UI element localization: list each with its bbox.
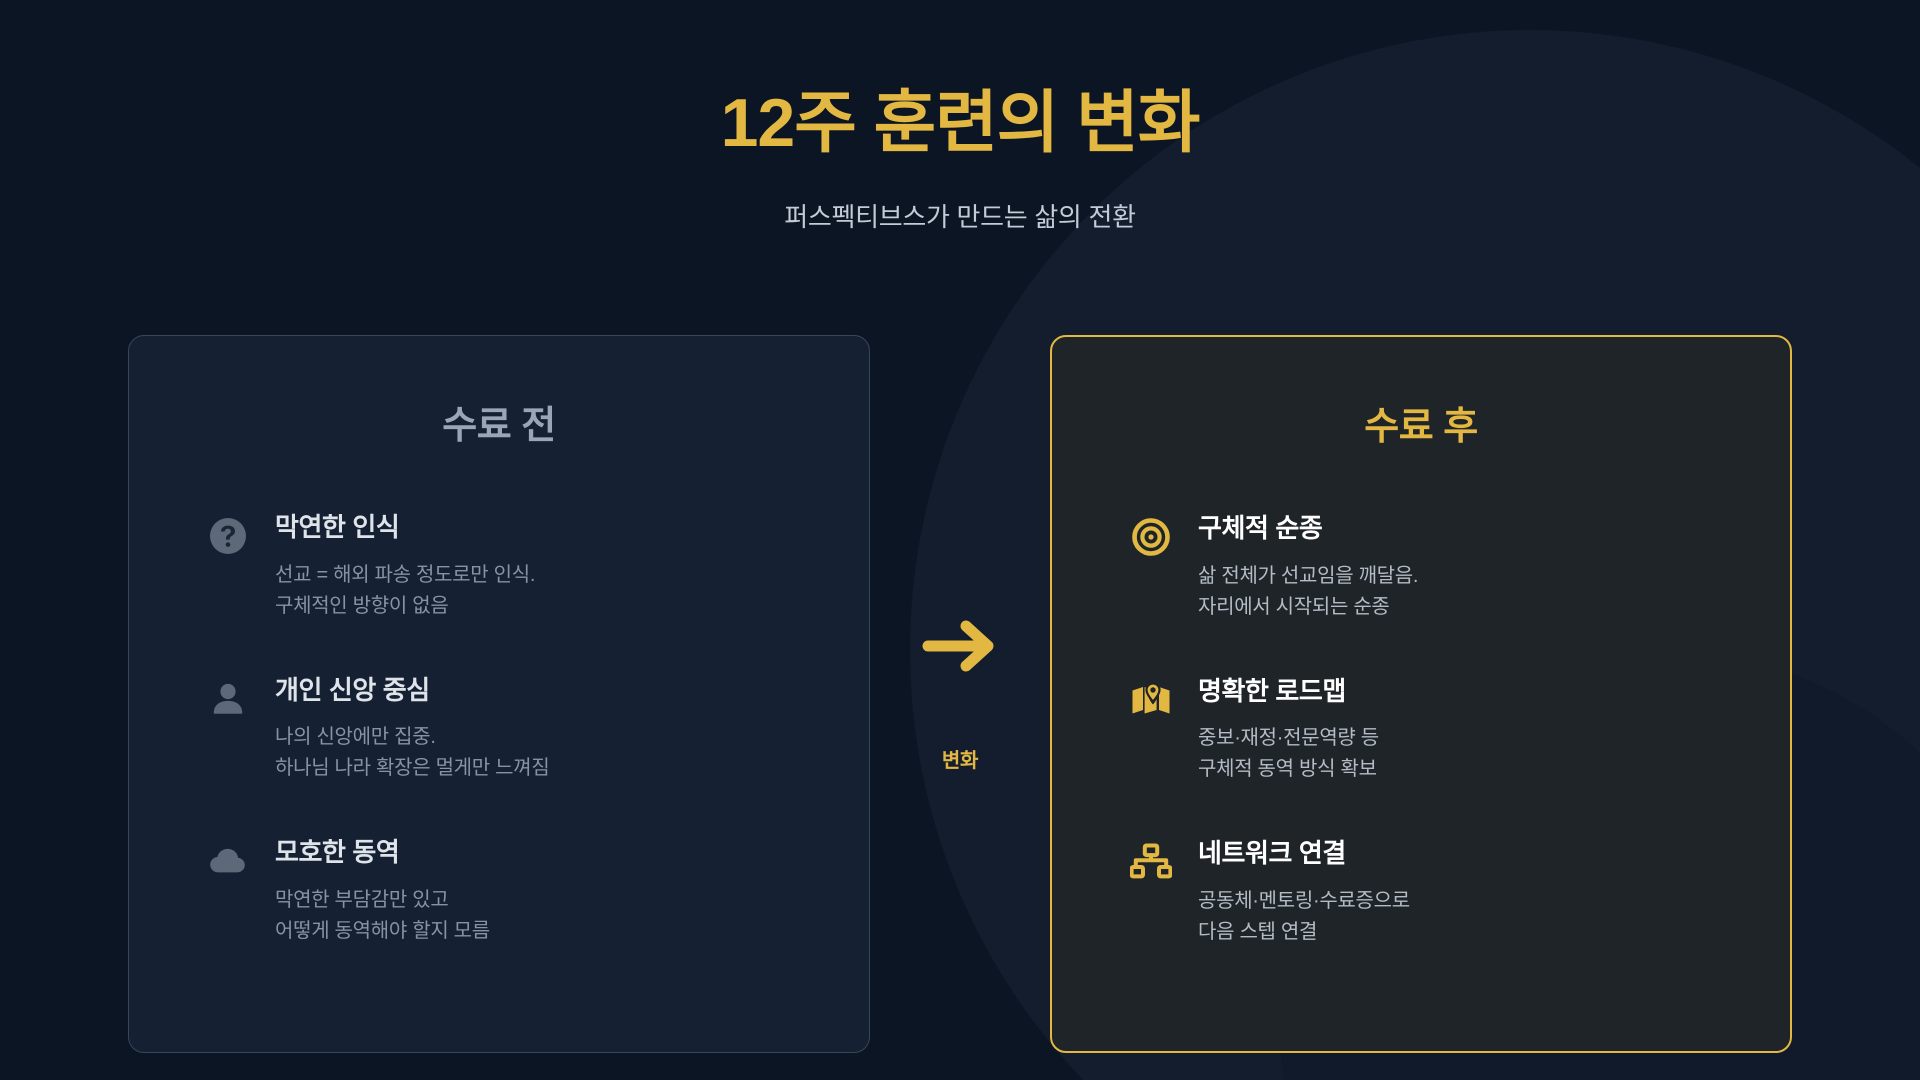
- before-item-list: 막연한 인식 선교 = 해외 파송 정도로만 인식. 구체적인 방향이 없음 개…: [185, 511, 813, 947]
- after-list-item: 명확한 로드맵 중보·재정·전문역량 등 구체적 동역 방식 확보: [1108, 675, 1734, 786]
- cloud-icon: [207, 840, 249, 882]
- after-card: 수료 후 구체적 순종 삶 전체가 선교임을 깨달음. 자리에서 시작되는 순종: [1050, 335, 1792, 1053]
- transition-indicator: 변화: [870, 335, 1050, 1053]
- after-card-title: 수료 후: [1364, 406, 1478, 448]
- before-card: 수료 전 막연한 인식 선교 = 해외 파송 정도로만 인식. 구체적인 방향이…: [128, 335, 870, 1053]
- before-card-title: 수료 전: [442, 405, 556, 447]
- target-icon: [1130, 516, 1172, 558]
- before-list-item: 개인 신앙 중심 나의 신앙에만 집중. 하나님 나라 확장은 멀게만 느껴짐: [185, 674, 813, 785]
- header: 12주 훈련의 변화 퍼스펙티브스가 만드는 삶의 전환: [0, 0, 1920, 234]
- page-subtitle: 퍼스펙티브스가 만드는 삶의 전환: [784, 202, 1136, 233]
- after-item-text: 네트워크 연결 공동체·멘토링·수료증으로 다음 스텝 연결: [1198, 837, 1734, 948]
- comparison-section: 수료 전 막연한 인식 선교 = 해외 파송 정도로만 인식. 구체적인 방향이…: [0, 335, 1920, 1053]
- before-item-desc: 선교 = 해외 파송 정도로만 인식. 구체적인 방향이 없음: [275, 563, 536, 617]
- before-list-item: 모호한 동역 막연한 부담감만 있고 어떻게 동역해야 할지 모름: [185, 836, 813, 947]
- transition-label: 변화: [941, 750, 979, 772]
- question-circle-icon: [207, 515, 249, 557]
- after-item-desc: 삶 전체가 선교임을 깨달음. 자리에서 시작되는 순종: [1198, 564, 1419, 618]
- before-item-desc: 나의 신앙에만 집중. 하나님 나라 확장은 멀게만 느껴짐: [275, 726, 550, 779]
- after-item-desc: 중보·재정·전문역량 등 구체적 동역 방식 확보: [1198, 727, 1379, 780]
- before-item-title: 막연한 인식: [275, 512, 400, 542]
- sitemap-icon: [1130, 841, 1172, 883]
- person-icon: [207, 678, 249, 720]
- before-list-item: 막연한 인식 선교 = 해외 파송 정도로만 인식. 구체적인 방향이 없음: [185, 511, 813, 622]
- before-item-text: 막연한 인식 선교 = 해외 파송 정도로만 인식. 구체적인 방향이 없음: [275, 511, 813, 622]
- before-item-text: 개인 신앙 중심 나의 신앙에만 집중. 하나님 나라 확장은 멀게만 느껴짐: [275, 674, 813, 785]
- before-item-desc: 막연한 부담감만 있고 어떻게 동역해야 할지 모름: [275, 888, 490, 942]
- after-list-item: 네트워크 연결 공동체·멘토링·수료증으로 다음 스텝 연결: [1108, 837, 1734, 948]
- after-item-list: 구체적 순종 삶 전체가 선교임을 깨달음. 자리에서 시작되는 순종: [1108, 512, 1734, 948]
- before-item-title: 개인 신앙 중심: [275, 674, 430, 705]
- after-item-text: 구체적 순종 삶 전체가 선교임을 깨달음. 자리에서 시작되는 순종: [1198, 512, 1734, 623]
- after-item-title: 명확한 로드맵: [1198, 675, 1346, 706]
- page-title: 12주 훈련의 변화: [720, 85, 1201, 161]
- after-list-item: 구체적 순종 삶 전체가 선교임을 깨달음. 자리에서 시작되는 순종: [1108, 512, 1734, 623]
- before-item-text: 모호한 동역 막연한 부담감만 있고 어떻게 동역해야 할지 모름: [275, 836, 813, 947]
- map-icon: [1130, 679, 1172, 721]
- arrow-right-icon: [922, 615, 998, 682]
- after-item-desc: 공동체·멘토링·수료증으로 다음 스텝 연결: [1198, 889, 1410, 943]
- after-item-title: 네트워크 연결: [1198, 838, 1346, 868]
- before-item-title: 모호한 동역: [275, 837, 400, 867]
- after-item-text: 명확한 로드맵 중보·재정·전문역량 등 구체적 동역 방식 확보: [1198, 675, 1734, 786]
- after-item-title: 구체적 순종: [1198, 513, 1323, 543]
